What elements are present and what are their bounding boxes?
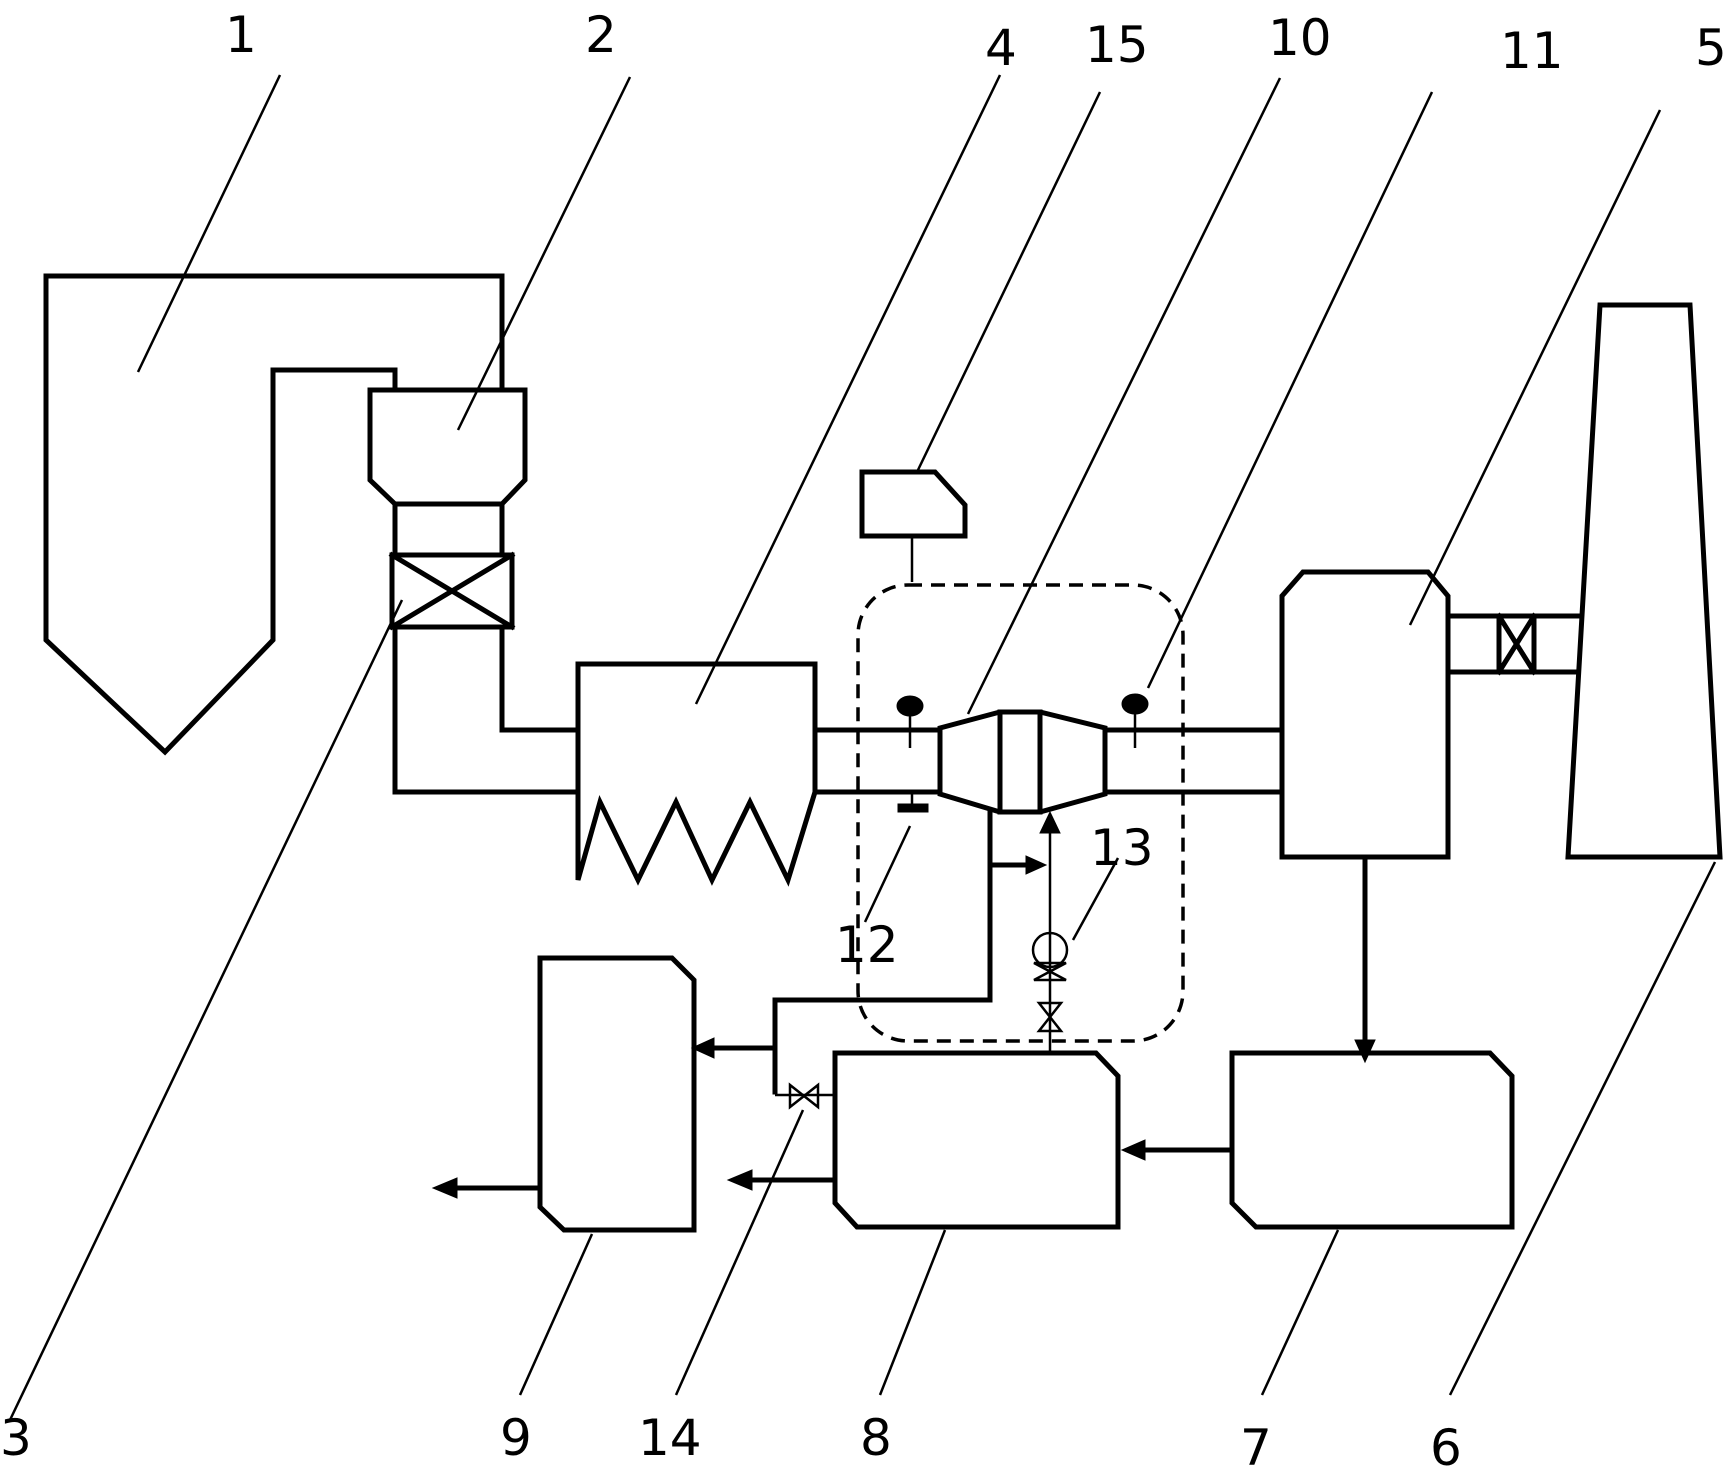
tank-7 [1229,1050,1515,1230]
leader-4 [694,74,1002,705]
leader-5 [1408,109,1662,626]
label-4: 4 [985,19,1017,77]
absorber-5 [1279,569,1451,860]
leader-15 [916,91,1102,471]
label-7: 7 [1240,1419,1272,1470]
label-9: 9 [500,1409,532,1467]
label-3: 3 [0,1409,32,1467]
leader-lines [8,74,1717,1421]
arrowhead-branch [1025,855,1048,875]
controller-15 [859,469,968,539]
dashed-enclosure [856,583,1185,1043]
tank-9 [537,955,697,1233]
damper-cross [1495,612,1538,676]
chimney-6 [1565,302,1723,860]
arrowhead-8-outlet [726,1169,753,1191]
main-duct [812,727,1283,795]
label-15: 15 [1085,16,1149,74]
leader-6 [1448,861,1717,1396]
leader-10 [966,77,1282,715]
arrowhead-to-reactor [1039,810,1061,834]
leader-1 [136,74,282,373]
damper-box [1496,613,1537,675]
label-2: 2 [585,6,617,64]
label-10: 10 [1268,9,1332,67]
sensor-11-head [1121,693,1149,715]
label-5: 5 [1695,19,1727,77]
reactor-10-bed [997,709,1043,815]
label-12: 12 [835,916,899,974]
pump-13-base [1033,961,1067,982]
valve-14 [788,1082,820,1110]
boiler-outlet-duct [270,367,398,393]
pump-13 [1031,931,1069,969]
arrowhead-9-outlet [431,1177,458,1199]
leader-7 [1260,1229,1340,1396]
arrowhead-to-8 [1120,1139,1146,1161]
label-11: 11 [1500,22,1564,80]
boiler [43,273,505,756]
reactor-10 [937,709,1108,815]
hopper-2 [367,387,528,507]
catalyst-box-3 [389,552,515,630]
valve-13-lower [1036,1001,1064,1033]
leader-12 [863,825,912,923]
hopper-2-neck [392,501,505,558]
duct-3-to-4 [392,624,581,795]
precipitator-4 [575,661,818,887]
duct-5-to-6 [1445,613,1581,675]
leader-8 [878,1229,947,1396]
sensor-12-head [896,695,924,717]
label-13: 13 [1090,819,1154,877]
label-1: 1 [225,6,257,64]
leader-2 [456,76,632,431]
sensor-12-plate [897,803,929,813]
label-8: 8 [860,1409,892,1467]
catalyst-box-3-cross [388,551,516,631]
leader-3 [8,599,404,1421]
leader-13 [1071,857,1120,941]
tank-8 [832,1050,1121,1230]
leader-14 [674,1109,805,1396]
leader-9 [518,1233,594,1396]
arrowhead-to-9 [690,1037,715,1059]
leader-11 [1146,91,1434,689]
label-6: 6 [1430,1419,1462,1470]
label-14: 14 [638,1409,702,1467]
